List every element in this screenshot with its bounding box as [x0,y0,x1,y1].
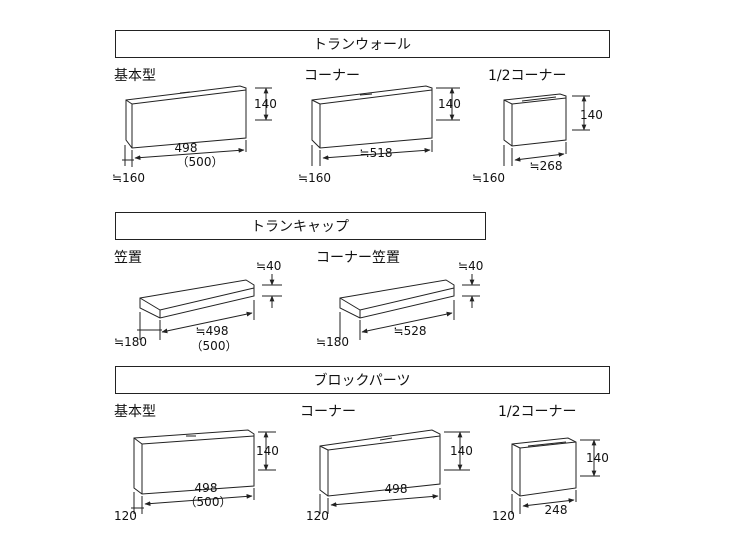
dimension-length: ≒518 [360,146,393,160]
dimension-height: 140 [256,444,279,458]
dimension-depth: ≒160 [112,171,145,185]
dimension-depth: 120 [306,509,329,523]
dimension-height: 140 [580,108,603,122]
dimension-height: ≒40 [256,259,281,273]
dimension-length: 498 [385,482,408,496]
dimension-height: ≒40 [458,259,483,273]
item-label: 1/2コーナー [498,404,577,420]
dimension-height: 140 [586,451,609,465]
dimension-depth: ≒160 [298,171,331,185]
blockparts-half-corner-drawing [511,437,600,514]
dimension-depth: 120 [114,509,137,523]
dimension-length: ≒268 [530,159,563,173]
item-label: コーナー [304,68,360,84]
item-label: 笠置 [114,250,142,266]
dimension-length-alt: （500） [185,495,232,509]
dimension-length-alt: （500） [177,155,224,169]
item-label: コーナー笠置 [316,250,400,266]
section-title-box-blockparts [115,366,610,394]
dimension-length-alt: （500） [191,339,238,353]
dimension-length: 248 [545,503,568,517]
dimension-height: 140 [254,97,277,111]
item-label: 1/2コーナー [488,68,567,84]
dimension-length: ≒498 [196,324,229,338]
tranwall-corner-drawing [311,85,460,166]
dimension-depth: ≒160 [472,171,505,185]
section-title: トランウォール [313,37,411,53]
section-title-box-trancap [115,212,486,240]
blockparts-corner-drawing [319,429,470,514]
section-title-box-tranwall [115,30,610,58]
trancap-corner-coping-drawing [339,274,480,340]
section-title: トランキャップ [251,219,349,235]
item-label: コーナー [300,404,356,420]
dimension-height: 140 [438,97,461,111]
dimension-length: ≒528 [394,324,427,338]
item-label: 基本型 [114,67,156,84]
blockparts-basic-drawing [131,429,276,514]
section-title: ブロックパーツ [313,372,410,389]
dimension-depth: ≒180 [114,335,147,349]
dimension-depth: ≒180 [316,335,349,349]
tranwall-half-corner-drawing [503,93,590,166]
dimension-length: 498 [175,141,198,155]
dimension-length: 498 [195,481,218,495]
dimension-depth: 120 [492,509,515,523]
item-label: 基本型 [114,403,156,420]
tranwall-basic-drawing [122,85,272,167]
trancap-coping-drawing [137,274,282,340]
dimension-height: 140 [450,444,473,458]
